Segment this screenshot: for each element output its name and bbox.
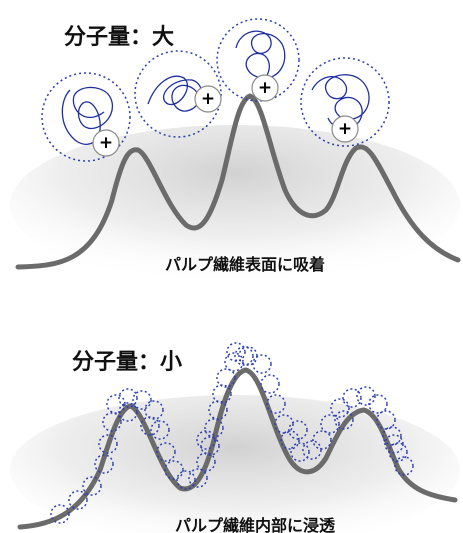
small-molecule-circles — [50, 342, 414, 524]
small-molecule-circle — [382, 426, 402, 446]
fiber-shadow-bottom — [10, 395, 460, 533]
small-molecule-circle — [204, 418, 224, 438]
small-molecule-circle — [288, 420, 308, 440]
panel-caption-penetrate: パルプ繊維内部に浸透 — [175, 516, 336, 533]
small-molecule-circle — [200, 436, 220, 456]
small-molecule-circle — [252, 354, 272, 374]
panel-caption-adsorb: パルプ繊維表面に吸着 — [165, 255, 325, 274]
small-molecule-circle — [82, 476, 102, 496]
small-molecule-circle — [330, 398, 350, 418]
polymer-coil-1: + — [41, 72, 131, 162]
polymer-coil-3: + — [216, 18, 300, 102]
small-molecule-circle — [140, 416, 160, 436]
panel-title-small: 分子量：小 — [72, 350, 182, 375]
small-molecule-circle — [176, 470, 196, 490]
small-molecule-circle — [68, 490, 88, 510]
small-molecule-circle — [224, 352, 244, 372]
small-molecule-circle — [384, 434, 404, 454]
small-molecule-circle — [132, 390, 152, 410]
fiber-interior-bottom — [17, 367, 458, 530]
small-molecule-circle — [94, 454, 114, 474]
charge-plus-icon: + — [338, 119, 352, 139]
small-molecule-circle — [98, 434, 118, 454]
small-molecule-circle — [156, 442, 176, 462]
small-molecule-circle — [260, 374, 280, 394]
charge-plus-icon: + — [99, 133, 113, 153]
panel-large-molecule: + + + + 分子量：大 パルプ繊維表面に吸着 — [10, 18, 461, 285]
charge-plus-icon: + — [201, 89, 215, 109]
small-molecule-circle — [102, 412, 122, 432]
small-molecule-circle — [342, 388, 362, 408]
small-molecule-circle — [238, 346, 258, 366]
small-molecule-circle — [394, 456, 414, 476]
panel-title-large: 分子量：大 — [64, 25, 174, 50]
small-molecule-circle — [368, 394, 388, 414]
small-molecule-circle — [234, 346, 254, 366]
small-molecule-circle — [188, 468, 208, 488]
small-molecule-circle — [144, 400, 164, 420]
small-molecule-circle — [312, 430, 332, 450]
small-molecule-circle — [118, 388, 138, 408]
small-molecule-circle — [150, 420, 170, 440]
small-molecule-circle — [320, 414, 340, 434]
small-molecule-circle — [216, 368, 236, 388]
small-molecule-circle — [164, 460, 184, 480]
small-molecule-circle — [290, 442, 310, 462]
small-molecule-circle — [334, 410, 354, 430]
small-molecule-circle — [208, 400, 228, 420]
small-molecule-circle — [280, 430, 300, 450]
charge-plus-icon: + — [258, 78, 272, 98]
small-molecule-circle — [356, 386, 376, 406]
small-molecule-circle — [118, 402, 138, 422]
small-molecule-circle — [376, 410, 396, 430]
polymer-coil-4: + — [300, 57, 390, 147]
polymer-coil-2: + — [134, 50, 222, 138]
panel-small-molecule: 分子量：小 パルプ繊維内部に浸透 — [10, 342, 460, 533]
small-molecule-circle — [274, 414, 294, 434]
small-molecule-circle — [50, 504, 70, 524]
small-molecule-circle — [106, 394, 126, 414]
small-molecule-circle — [196, 430, 216, 450]
small-molecule-circle — [302, 440, 322, 460]
fiber-surface-top — [15, 93, 461, 270]
small-molecule-circle — [196, 452, 216, 472]
small-molecule-circle — [212, 384, 232, 404]
small-molecule-circle — [266, 394, 286, 414]
